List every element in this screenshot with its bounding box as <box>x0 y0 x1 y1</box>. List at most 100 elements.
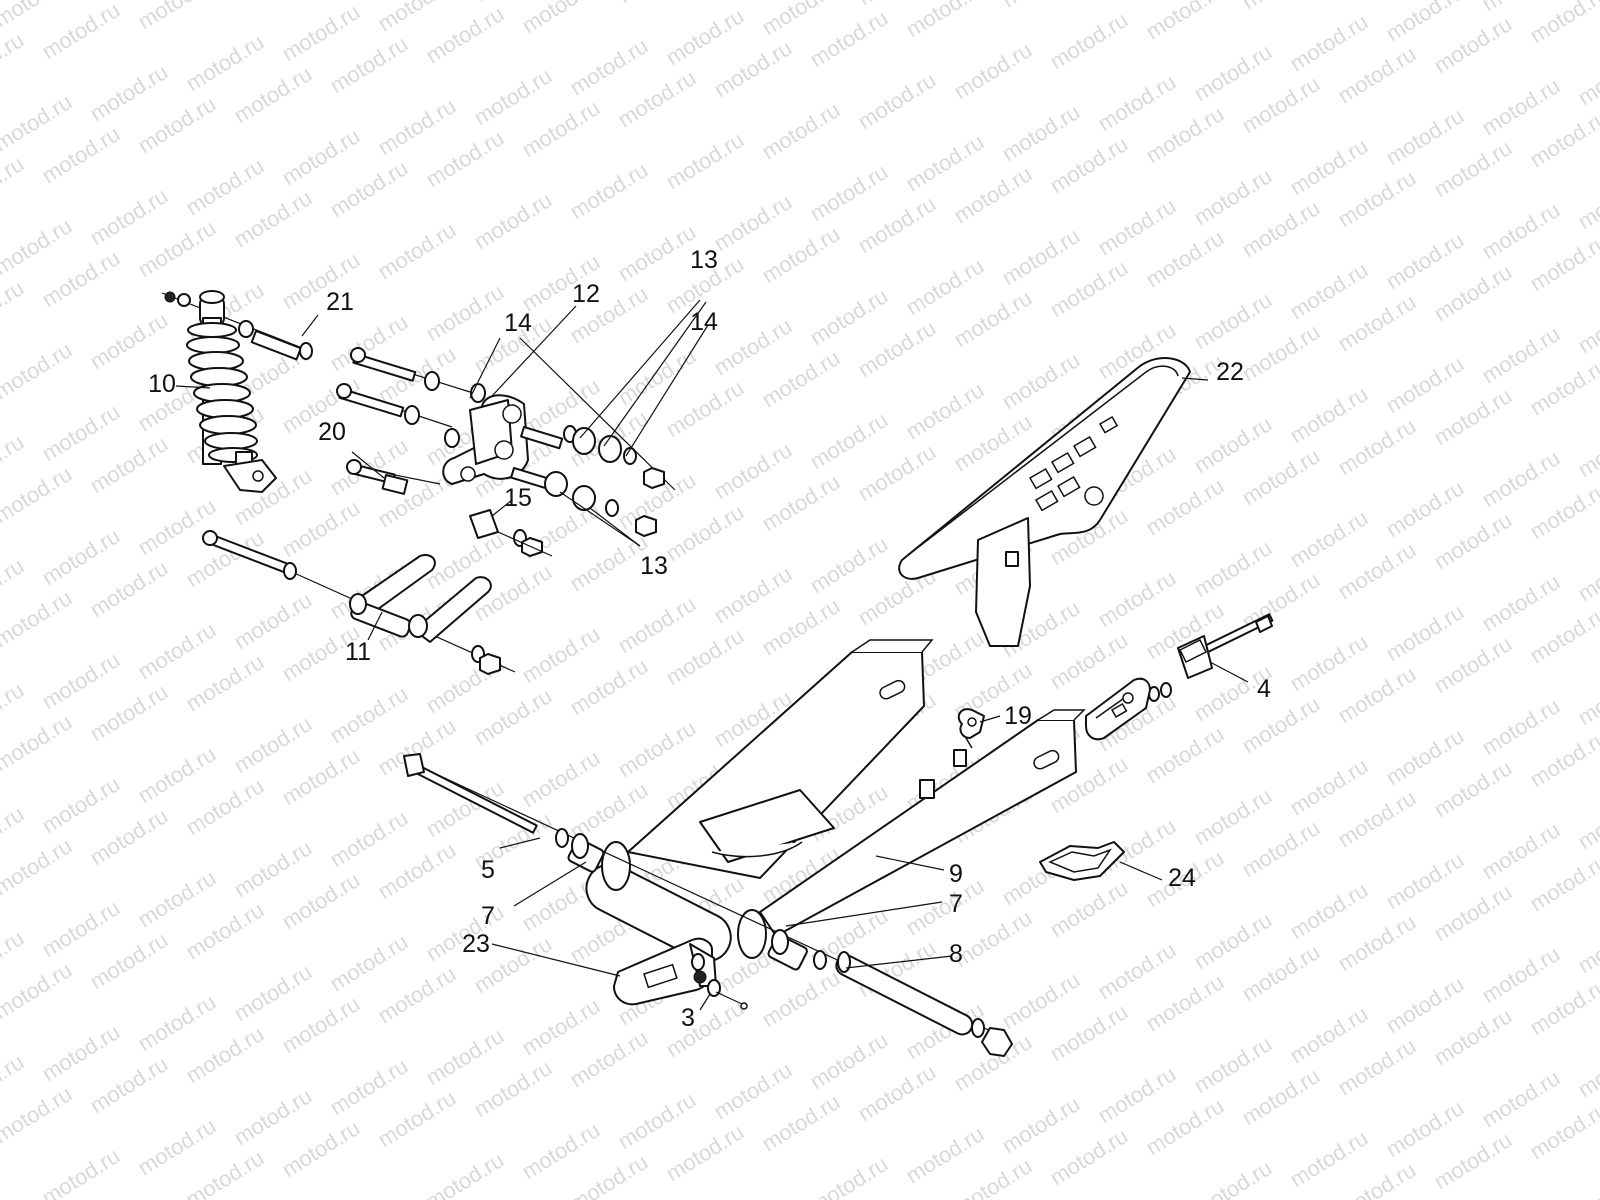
clip <box>957 708 985 749</box>
watermark-text: motod.ru <box>1237 1063 1324 1130</box>
watermark-text: motod.ru <box>325 681 412 748</box>
watermark-text: motod.ru <box>181 29 268 96</box>
watermark-text: motod.ru <box>1141 969 1228 1036</box>
callout-21: 21 <box>326 288 354 316</box>
watermark-text: motod.ru <box>277 743 364 810</box>
watermark-text: motod.ru <box>1045 999 1132 1066</box>
watermark-text: motod.ru <box>1477 321 1564 388</box>
watermark-text: motod.ru <box>277 123 364 190</box>
watermark-text: motod.ru <box>1333 909 1420 976</box>
watermark-text: motod.ru <box>661 1119 748 1186</box>
watermark-text: motod.ru <box>0 151 28 218</box>
watermark-text: motod.ru <box>613 0 700 8</box>
watermark-text: motod.ru <box>1381 599 1468 666</box>
watermark-text: motod.ru <box>1285 9 1372 76</box>
watermark-text: motod.ru <box>1525 477 1600 544</box>
watermark-text: motod.ru <box>0 709 76 776</box>
watermark-text: motod.ru <box>229 185 316 252</box>
watermark-text: motod.ru <box>997 347 1084 414</box>
watermark-text: motod.ru <box>229 61 316 128</box>
watermark-text: motod.ru <box>85 679 172 746</box>
watermark-text: motod.ru <box>85 1051 172 1118</box>
watermark-text: motod.ru <box>853 191 940 258</box>
watermark-text: motod.ru <box>1093 193 1180 260</box>
watermark-text: motod.ru <box>1429 1003 1516 1070</box>
watermark-text: motod.ru <box>517 621 604 688</box>
watermark-text: motod.ru <box>181 773 268 840</box>
callout-14-right: 14 <box>690 308 718 336</box>
watermark-text: motod.ru <box>37 1143 124 1200</box>
watermark-text: motod.ru <box>181 153 268 220</box>
watermark-text: motod.ru <box>1333 785 1420 852</box>
watermark-text: motod.ru <box>1333 165 1420 232</box>
watermark-text: motod.ru <box>1429 135 1516 202</box>
watermark-text: motod.ru <box>1477 73 1564 140</box>
watermark-text: motod.ru <box>37 895 124 962</box>
watermark-text: motod.ru <box>805 159 892 226</box>
watermark-text: motod.ru <box>1285 1125 1372 1192</box>
watermark-text: motod.ru <box>1573 787 1600 854</box>
watermark-text: motod.ru <box>1381 475 1468 542</box>
watermark-text: motod.ru <box>1525 353 1600 420</box>
watermark-text: motod.ru <box>1525 0 1600 48</box>
watermark-text: motod.ru <box>1285 877 1372 944</box>
watermark-text: motod.ru <box>85 431 172 498</box>
watermark-text: motod.ru <box>517 95 604 162</box>
watermark-text: motod.ru <box>1381 227 1468 294</box>
watermark-text: motod.ru <box>373 93 460 160</box>
watermark-text: motod.ru <box>757 345 844 412</box>
swingarm <box>585 639 1086 963</box>
watermark-text: motod.ru <box>997 0 1084 12</box>
callout-15: 15 <box>504 484 532 512</box>
watermark-text: motod.ru <box>277 991 364 1058</box>
watermark-text: motod.ru <box>85 59 172 126</box>
watermark-text: motod.ru <box>517 745 604 812</box>
watermark-text: motod.ru <box>37 647 124 714</box>
watermark-text: motod.ru <box>325 155 412 222</box>
watermark-text: motod.ru <box>1573 663 1600 730</box>
watermark-text: motod.ru <box>1189 287 1276 354</box>
watermark-text: motod.ru <box>37 771 124 838</box>
watermark-text: motod.ru <box>469 187 556 254</box>
watermark-text: motod.ru <box>133 215 220 282</box>
watermark-text: motod.ru <box>229 587 316 654</box>
watermark-text: motod.ru <box>1525 973 1600 1040</box>
watermark-text: motod.ru <box>421 1 508 68</box>
watermark-text: motod.ru <box>1285 133 1372 200</box>
watermark-text: motod.ru <box>1429 383 1516 450</box>
watermark-text: motod.ru <box>1189 411 1276 478</box>
watermark-text: motod.ru <box>997 1091 1084 1158</box>
watermark-text: motod.ru <box>1333 41 1420 108</box>
watermark-text: motod.ru <box>1333 537 1420 604</box>
watermark-text: motod.ru <box>1573 1159 1600 1200</box>
watermark-text: motod.ru <box>1477 1065 1564 1132</box>
watermark-text: motod.ru <box>1285 505 1372 572</box>
watermark-text: motod.ru <box>1381 847 1468 914</box>
watermark-text: motod.ru <box>901 377 988 444</box>
callout-3: 3 <box>681 1004 695 1032</box>
watermark-text: motod.ru <box>0 833 76 900</box>
watermark-text: motod.ru <box>1477 569 1564 636</box>
watermark-text: motod.ru <box>1381 723 1468 790</box>
watermark-text: motod.ru <box>1429 631 1516 698</box>
chain-slider <box>1039 841 1125 881</box>
callout-9: 9 <box>949 860 963 888</box>
watermark-text: motod.ru <box>133 1113 220 1180</box>
watermark-text: motod.ru <box>1381 103 1468 170</box>
watermark-text: motod.ru <box>1045 7 1132 74</box>
watermark-text: motod.ru <box>901 253 988 320</box>
watermark-text: motod.ru <box>37 245 124 312</box>
watermark-text: motod.ru <box>373 1085 460 1152</box>
watermark-text: motod.ru <box>1237 71 1324 138</box>
watermark-text: motod.ru <box>1093 565 1180 632</box>
watermark-text: motod.ru <box>1189 907 1276 974</box>
watermark-text: motod.ru <box>853 1059 940 1126</box>
callout-5: 5 <box>481 856 495 884</box>
watermark-text: motod.ru <box>0 957 76 1024</box>
watermark-text: motod.ru <box>661 623 748 690</box>
callout-14-left: 14 <box>504 309 532 337</box>
watermark-text: motod.ru <box>709 35 796 102</box>
watermark-text: motod.ru <box>1381 971 1468 1038</box>
watermark-text: motod.ru <box>1573 43 1600 110</box>
watermark-text: motod.ru <box>1237 195 1324 262</box>
